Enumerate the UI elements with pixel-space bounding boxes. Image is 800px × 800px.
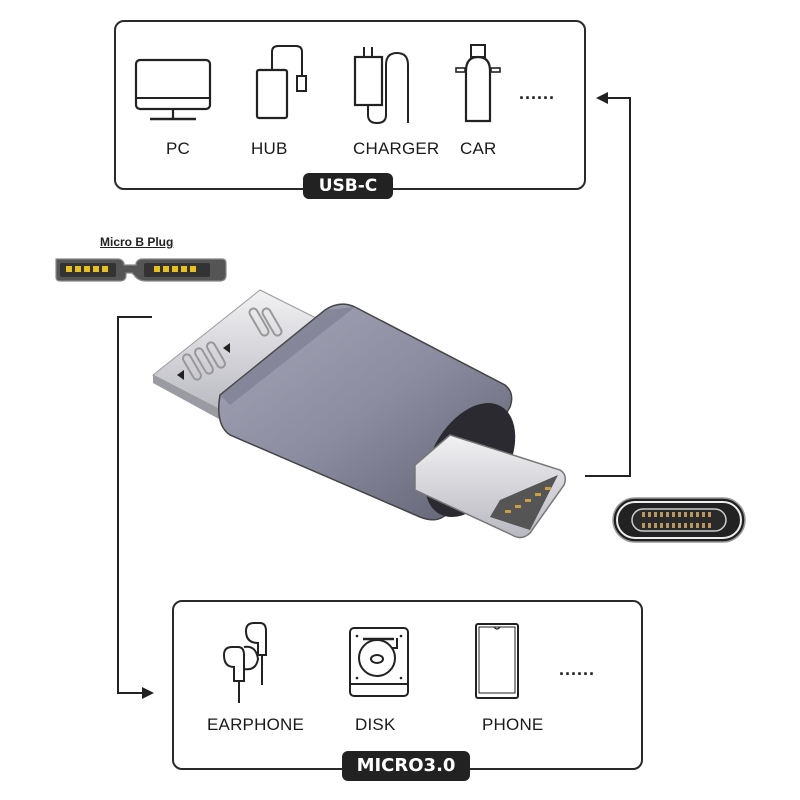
usbc-port-icon (612, 497, 746, 543)
micro-item-label-earphone: EARPHONE (207, 715, 305, 734)
hub-icon (255, 45, 307, 120)
usbc-item-label-hub: HUB (251, 139, 288, 158)
disk-icon (349, 627, 409, 697)
micro-b-plug-title: Micro B Plug (100, 235, 174, 249)
usbc-device-panel (114, 20, 586, 190)
usbc-item-label-charger: CHARGER (353, 139, 440, 158)
micro-badge: MICRO3.0 (342, 751, 470, 781)
micro-b-plug-icon (55, 258, 227, 282)
usbc-more-ellipsis: ...... (519, 83, 556, 103)
charger-icon (353, 47, 409, 125)
adapter-product-image (152, 289, 567, 539)
micro-more-ellipsis: ...... (559, 659, 596, 679)
car-charger-icon (455, 44, 501, 123)
usbc-badge: USB-C (303, 173, 393, 199)
phone-icon (475, 623, 519, 699)
usbc-item-label-car: CAR (460, 139, 497, 158)
micro-item-label-phone: PHONE (482, 715, 544, 734)
earphone-icon (222, 622, 267, 703)
monitor-icon (134, 58, 212, 121)
micro-item-label-disk: DISK (355, 715, 396, 734)
usbc-item-label-pc: PC (166, 139, 191, 158)
